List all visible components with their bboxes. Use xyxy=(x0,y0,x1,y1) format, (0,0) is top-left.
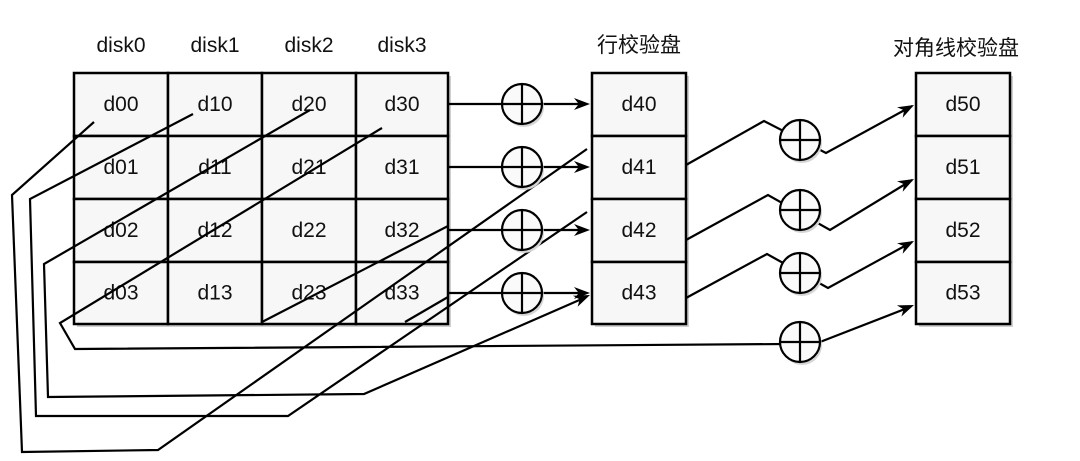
diagonal-wire-d32-seg xyxy=(261,225,449,323)
row-parity-arrow-2 xyxy=(574,224,590,236)
data-cell-d03: d03 xyxy=(72,260,171,327)
diagonal-parity-arrow-0 xyxy=(897,105,914,118)
diagonal-xor-icon-0 xyxy=(778,118,822,163)
cell-label: d40 xyxy=(621,93,656,116)
data-cell-d02: d02 xyxy=(72,197,171,265)
cell-label: d32 xyxy=(384,219,419,242)
diagonal-wire-d10-to-d42 xyxy=(28,113,588,418)
row-parity-arrow-0 xyxy=(574,98,590,110)
xor-operators xyxy=(500,82,822,365)
cell-label: d02 xyxy=(103,219,138,242)
cell-label: d53 xyxy=(945,282,980,305)
diagonal-wire-d00-to-d41 xyxy=(10,121,588,454)
cell-label: d51 xyxy=(945,156,980,179)
diagonal-xor-icon-3 xyxy=(778,320,822,365)
disk-header-0: disk0 xyxy=(96,34,145,57)
diagonal-wire-d33-seg xyxy=(404,296,449,323)
diagonal-parity-cell-d53: d53 xyxy=(914,260,1013,327)
cell-label: d31 xyxy=(384,156,419,179)
row-parity-cell-d40: d40 xyxy=(590,71,689,139)
cell-label: d20 xyxy=(291,93,326,116)
diagonal-parity-header: 对角线校验盘 xyxy=(893,36,1019,60)
cell-label: d03 xyxy=(103,282,138,305)
diagonal-arrow-to-d43 xyxy=(572,295,590,307)
cell-label: d42 xyxy=(621,219,656,242)
diagonal-parity-arrow-3 xyxy=(896,305,914,317)
cell-box xyxy=(590,71,688,138)
row-xor-icon-0 xyxy=(500,82,544,127)
cell-box xyxy=(914,260,1012,326)
diagonal-xor-icon-1 xyxy=(778,188,822,233)
cell-label: d30 xyxy=(384,93,419,116)
cell-label: d21 xyxy=(291,156,326,179)
disk-header-3: disk3 xyxy=(377,34,426,57)
cell-box xyxy=(590,260,688,326)
cell-label: d41 xyxy=(621,156,656,179)
diagonal-xor-icon-2 xyxy=(778,251,822,296)
disk-header-2: disk2 xyxy=(284,34,333,57)
data-cell-d23: d23 xyxy=(260,260,359,327)
diagonal-parity-arrow-2 xyxy=(897,241,914,254)
data-cell-d30: d30 xyxy=(354,71,451,139)
diagonal-parity-arrow-1 xyxy=(897,179,914,192)
row-parity-cell-d43: d43 xyxy=(590,260,689,327)
disk-header-1: disk1 xyxy=(190,34,239,57)
row-parity-cell-d42: d42 xyxy=(590,197,689,265)
cell-label: d23 xyxy=(291,282,326,305)
data-cell-d13: d13 xyxy=(166,260,265,327)
row-xor-icon-2 xyxy=(500,208,544,253)
diagonal-parity-cell-d52: d52 xyxy=(914,197,1013,265)
cell-label: d01 xyxy=(103,156,138,179)
data-cell-d22: d22 xyxy=(260,197,359,265)
cell-box xyxy=(72,260,170,326)
headers: disk0 disk1 disk2 disk3 行校验盘 对角线校验盘 xyxy=(96,33,1019,60)
data-cell-d10: d10 xyxy=(166,71,265,139)
row-xor-icon-3 xyxy=(500,271,544,316)
cell-box xyxy=(354,197,450,264)
cell-box xyxy=(914,71,1012,138)
row-parity-cell-d41: d41 xyxy=(590,134,689,202)
cell-label: d33 xyxy=(384,282,419,305)
cell-box xyxy=(914,134,1012,201)
cell-label: d13 xyxy=(197,282,232,305)
row-parity-header: 行校验盘 xyxy=(597,33,681,57)
row-parity-arrow-1 xyxy=(574,161,590,173)
cell-box xyxy=(260,197,358,264)
data-cell-d31: d31 xyxy=(354,134,451,202)
data-cell-d33: d33 xyxy=(354,260,451,327)
cell-label: d22 xyxy=(291,219,326,242)
cell-box xyxy=(260,134,358,201)
cell-label: d00 xyxy=(103,93,138,116)
cell-label: d43 xyxy=(621,282,656,305)
diagonal-parity-cell-d51: d51 xyxy=(914,134,1013,202)
diagonal-wire-d20-to-d43 xyxy=(42,109,585,399)
cell-label: d50 xyxy=(945,93,980,116)
cell-box xyxy=(166,71,264,138)
cell-box xyxy=(590,134,688,201)
diagonal-wire-xor-to-d53 xyxy=(819,305,911,344)
diagonal-parity-cell-d50: d50 xyxy=(914,71,1013,139)
row-xor-icon-1 xyxy=(500,145,544,190)
cell-label: d52 xyxy=(945,219,980,242)
data-cell-d11: d11 xyxy=(166,134,265,202)
diagonal-wire-d30-to-xor xyxy=(58,127,787,351)
cell-box xyxy=(354,260,450,326)
data-cell-d00: d00 xyxy=(72,71,171,139)
cell-label: d10 xyxy=(197,93,232,116)
cell-label: d11 xyxy=(198,156,231,179)
